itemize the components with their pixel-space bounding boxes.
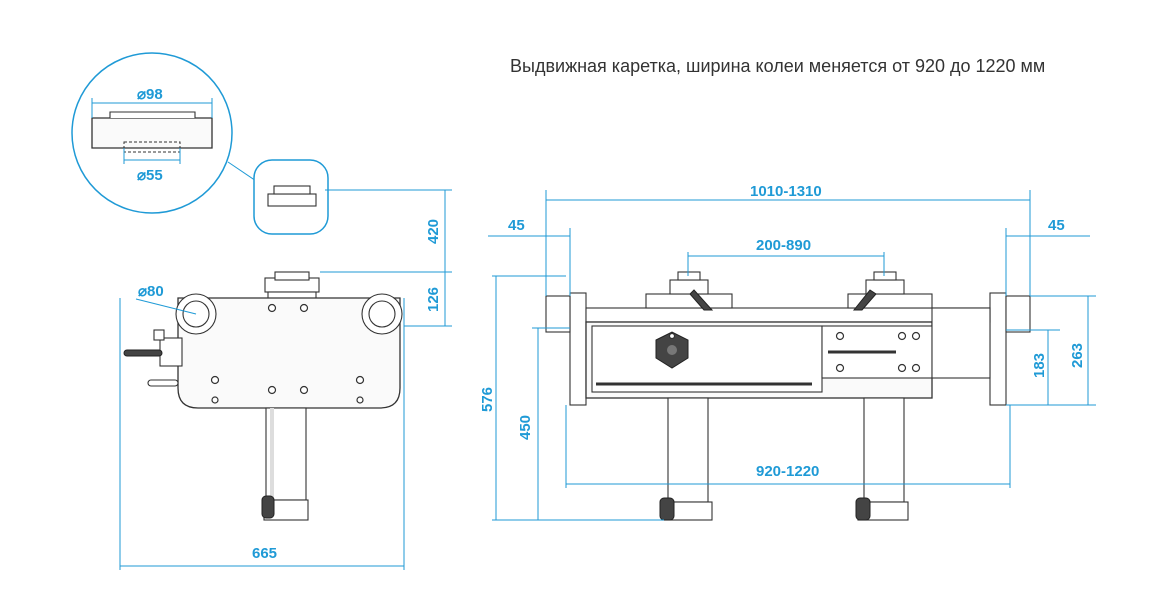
- dim-overall-width: 1010-1310: [750, 183, 822, 200]
- dim-height-450: 450: [517, 415, 534, 440]
- dim-height-420: 420: [425, 219, 442, 244]
- pad-section: [91, 117, 213, 149]
- dim-outer-dia: ⌀98: [137, 86, 163, 103]
- dim-pad-dia: ⌀80: [138, 283, 164, 300]
- dim-height-126: 126: [425, 287, 442, 312]
- dim-side-width: 665: [252, 545, 277, 562]
- dim-offset-right: 45: [1048, 217, 1065, 234]
- side-view: 665 ⌀80 420 126: [119, 189, 452, 570]
- front-view: 1010-1310 45 45 200-890 920-1220 576 450…: [479, 183, 1096, 521]
- dim-column-spacing: 200-890: [756, 237, 811, 254]
- dim-offset-left: 45: [508, 217, 525, 234]
- diagram-caption: Выдвижная каретка, ширина колеи меняется…: [510, 56, 1046, 76]
- detail-callout: ⌀98 ⌀55: [71, 52, 329, 235]
- carriage-body: [177, 297, 401, 409]
- dim-height-183: 183: [1031, 353, 1048, 378]
- dim-height-263: 263: [1069, 343, 1086, 368]
- lock-handle: [123, 349, 163, 357]
- dim-track-width: 920-1220: [756, 463, 819, 480]
- dim-inner-dia: ⌀55: [137, 167, 163, 184]
- dim-height-576: 576: [479, 387, 496, 412]
